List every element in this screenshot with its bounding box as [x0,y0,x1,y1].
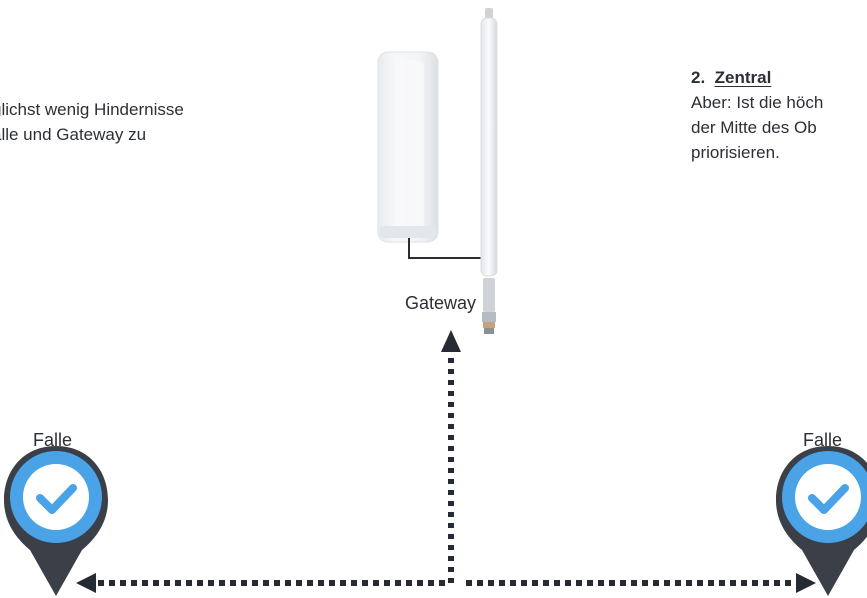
antenna-icon [481,8,497,334]
arrowhead-left [76,573,96,593]
gateway-device-icon [378,52,488,258]
trap-label-left: Falle [33,430,72,451]
arrowhead-right [796,573,816,593]
trap-label-right: Falle [803,430,842,451]
arrowhead-up [441,330,461,352]
connection-arrows [76,330,816,593]
location-pin-check-icon [776,446,867,596]
gateway-label: Gateway [405,293,476,314]
location-pin-check-icon [4,446,108,596]
